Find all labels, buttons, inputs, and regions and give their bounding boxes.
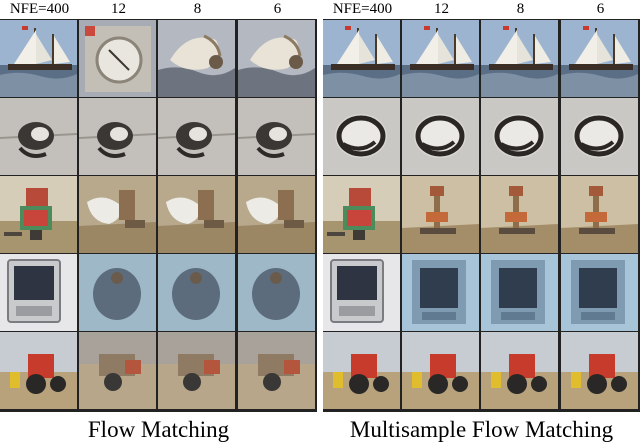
sample-image [561,254,638,331]
sample-image [561,20,638,97]
column-header: 8 [193,1,202,17]
sample-image [238,98,315,175]
sample-image [402,20,479,97]
sample-image [0,98,77,175]
column-header: NFE=400 [332,1,393,17]
sample-image [0,332,77,409]
sample-image [323,176,400,253]
panel-multisample-flow-matching: NFE=400 12 8 6 [323,0,640,412]
sample-image [481,332,558,409]
sample-image [481,98,558,175]
sample-image [0,20,77,97]
sample-image [79,176,156,253]
column-header: NFE=400 [9,1,70,17]
sample-image [0,254,77,331]
sample-image [561,176,638,253]
column-header: 6 [273,1,282,17]
caption-flow-matching: Flow Matching [87,417,230,442]
sample-image [402,176,479,253]
column-header: 6 [596,1,605,17]
sample-image [79,98,156,175]
sample-image [481,254,558,331]
column-header: 12 [434,1,449,17]
sample-image [323,254,400,331]
sample-image [402,98,479,175]
sample-image [158,332,235,409]
sample-image [481,176,558,253]
sample-image [238,176,315,253]
column-header: 12 [111,1,126,17]
sample-image [158,176,235,253]
sample-image [561,98,638,175]
sample-image [158,20,235,97]
sample-image [158,98,235,175]
sample-image [561,332,638,409]
sample-image [402,332,479,409]
sample-image [238,332,315,409]
column-header: 8 [516,1,525,17]
sample-image [158,254,235,331]
sample-image [238,254,315,331]
sample-image [402,254,479,331]
sample-image [238,20,315,97]
sample-image [323,98,400,175]
panel-flow-matching: NFE=400 12 8 6 [0,0,317,412]
sample-image [0,176,77,253]
sample-image [79,332,156,409]
caption-multisample-flow-matching: Multisample Flow Matching [349,417,614,442]
sample-image [79,20,156,97]
sample-image [323,20,400,97]
sample-image [79,254,156,331]
sample-image [481,20,558,97]
sample-image [323,332,400,409]
